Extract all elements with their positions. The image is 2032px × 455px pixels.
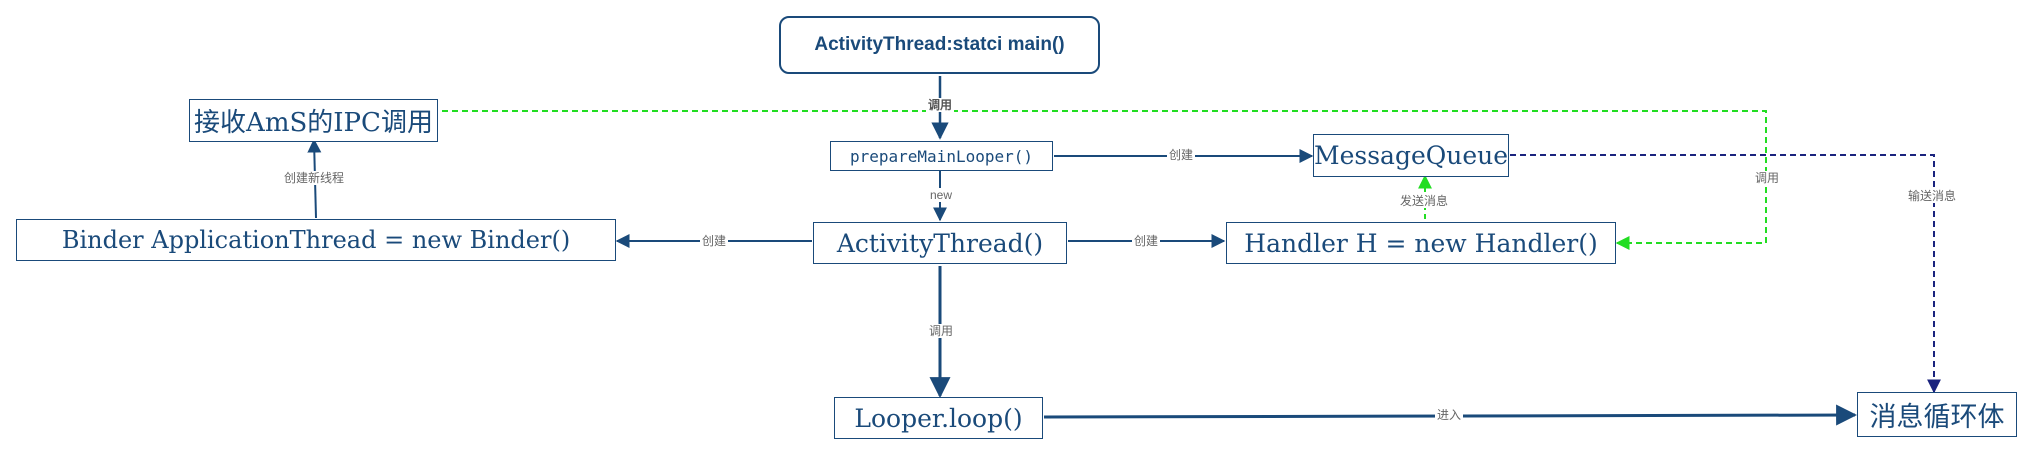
node-ipc: 接收AmS的IPC调用 — [189, 99, 438, 142]
node-looper-label: Looper.loop() — [854, 403, 1023, 433]
label-queue-to-msgloop: 输送消息 — [1906, 189, 1959, 203]
node-activitythread-label: ActivityThread() — [836, 228, 1044, 258]
node-handler: Handler H = new Handler() — [1226, 222, 1616, 264]
node-looper: Looper.loop() — [834, 397, 1043, 439]
label-main-to-prepare: 调用 — [926, 98, 955, 112]
label-binder-to-ipc: 创建新线程 — [282, 171, 347, 185]
label-handler-to-queue: 发送消息 — [1398, 194, 1451, 208]
label-prepare-to-queue: 创建 — [1167, 148, 1196, 162]
node-activitythread: ActivityThread() — [813, 222, 1067, 264]
label-activity-to-handler: 创建 — [1132, 234, 1161, 248]
label-activity-to-binder: 创建 — [700, 234, 729, 248]
node-msgloop: 消息循环体 — [1857, 392, 2017, 437]
edge-queue-to-msgloop — [1510, 154, 1941, 394]
node-prepare: prepareMainLooper() — [830, 141, 1053, 171]
node-binder-label: Binder ApplicationThread = new Binder() — [61, 226, 571, 254]
node-prepare-label: prepareMainLooper() — [849, 146, 1034, 166]
label-prepare-to-activity: new — [928, 188, 955, 202]
label-activity-to-looper: 调用 — [927, 324, 956, 338]
label-looper-to-msgloop: 进入 — [1435, 408, 1464, 422]
node-ipc-label: 接收AmS的IPC调用 — [194, 108, 433, 138]
node-main-label: ActivityThread:statci main() — [814, 34, 1065, 55]
node-messagequeue: MessageQueue — [1313, 134, 1509, 177]
node-handler-label: Handler H = new Handler() — [1244, 228, 1598, 258]
node-main: ActivityThread:statci main() — [779, 16, 1100, 74]
label-ipc-to-handler: 调用 — [1753, 171, 1782, 185]
node-msgloop-label: 消息循环体 — [1869, 402, 2005, 433]
node-binder: Binder ApplicationThread = new Binder() — [16, 219, 616, 261]
node-messagequeue-label: MessageQueue — [1313, 141, 1509, 170]
